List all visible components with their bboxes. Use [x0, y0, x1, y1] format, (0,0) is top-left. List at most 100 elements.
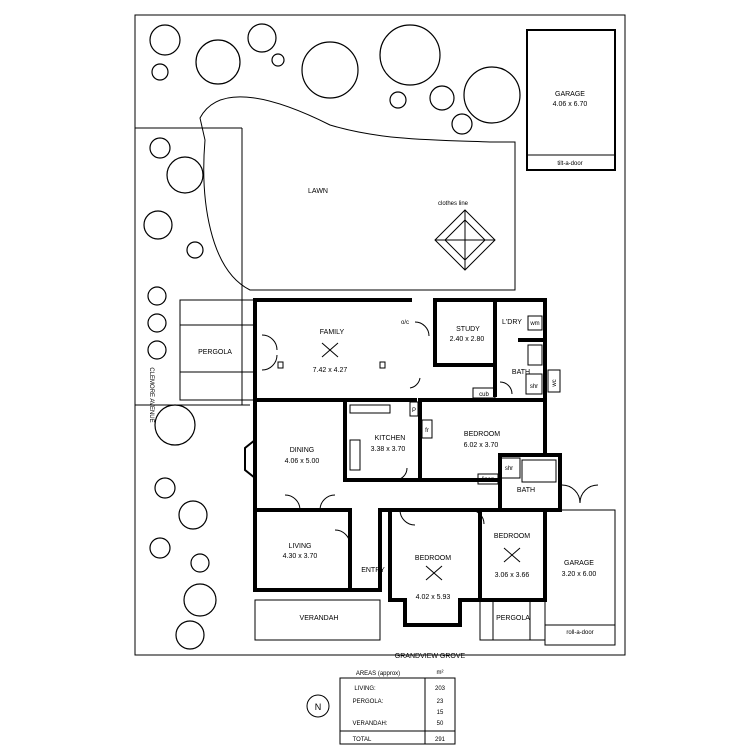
door-arc: [499, 381, 513, 395]
areas-row-label: TOTAL: [353, 737, 372, 743]
pantry-label: P: [412, 408, 416, 414]
tree: [151, 63, 169, 81]
kitchen-counter: [349, 439, 361, 471]
clothes-line-label: clothes line: [438, 201, 469, 207]
tree: [195, 39, 241, 85]
wall: [388, 598, 482, 627]
kitchen-label: KITCHEN: [375, 435, 406, 442]
fan-icon: [321, 342, 339, 358]
tree: [143, 210, 173, 240]
entry-label: ENTRY: [361, 567, 385, 574]
areas-row-value: 203: [435, 686, 446, 692]
bedroom2-dims: 4.02 x 5.93: [416, 594, 451, 601]
column: [277, 361, 284, 369]
dining-label: DINING: [290, 447, 315, 454]
areas-unit: m²: [437, 670, 444, 676]
wall: [478, 398, 562, 512]
door-arc: [334, 529, 351, 546]
pantry: [409, 401, 419, 417]
wc-outside: [547, 369, 561, 393]
wall: [378, 508, 392, 592]
street-front-label: GRANDVIEW GROVE: [395, 653, 466, 660]
bedroom3-label: BEDROOM: [494, 533, 530, 540]
tree: [183, 583, 217, 617]
tree: [154, 477, 176, 499]
property-boundary: [134, 14, 626, 656]
tree: [429, 85, 455, 111]
areas-row-value: 291: [435, 737, 446, 743]
tree: [271, 53, 285, 67]
door-arc: [261, 334, 278, 351]
tree: [149, 137, 171, 159]
cub-label: cub: [479, 392, 489, 398]
areas-table-frame: [339, 677, 456, 745]
tree: [451, 113, 473, 135]
areas-row-value: 23: [437, 699, 444, 705]
fridge-space: [421, 419, 433, 439]
tree: [301, 41, 359, 99]
tree: [190, 553, 210, 573]
door-arc: [409, 377, 421, 389]
trees: [143, 23, 521, 650]
verandah-label: VERANDAH: [300, 615, 339, 622]
bedroom3-dims: 3.06 x 3.66: [495, 572, 530, 579]
areas-title: AREAS (approx): [356, 671, 400, 677]
fireplace: [244, 437, 256, 481]
tree: [463, 66, 521, 124]
study-dims: 2.40 x 2.80: [450, 336, 485, 343]
lawn-label: LAWN: [308, 188, 328, 195]
tree: [154, 404, 196, 446]
fan-icon: [425, 565, 443, 581]
wc-label: wc: [552, 379, 558, 387]
living-label: LIVING: [289, 543, 312, 550]
verandah: [254, 599, 381, 641]
garage-rear-door-label: tilt-a-door: [557, 161, 582, 167]
kitchen-dims: 3.38 x 3.70: [371, 446, 406, 453]
door-arc: [414, 321, 430, 337]
door-arc: [579, 484, 599, 504]
family-label: FAMILY: [320, 329, 345, 336]
areas-row-value: 50: [437, 721, 444, 727]
north-arrow-icon: N: [306, 694, 330, 718]
tree: [149, 537, 171, 559]
bath-label: BATH: [517, 487, 535, 494]
family-dims: 7.42 x 4.27: [313, 367, 348, 374]
door-arc: [469, 509, 485, 525]
pergola-front-label: PERGOLA: [496, 615, 530, 622]
fridge-label: fr: [425, 428, 429, 434]
garage-front: [544, 509, 616, 646]
pergola-side-label: PERGOLA: [198, 349, 232, 356]
door-arc: [561, 484, 581, 504]
door-arc: [319, 494, 336, 511]
areas-row-label: VERANDAH:: [352, 721, 387, 727]
door-arc: [284, 494, 301, 511]
garage-front-door-label: roll-a-door: [566, 630, 593, 636]
garage-front-label: GARAGE: [564, 560, 594, 567]
tree: [166, 156, 204, 194]
wm-label: wm: [529, 321, 539, 327]
garage-rear-dims: 4.06 x 6.70: [553, 101, 588, 108]
tree: [175, 620, 205, 650]
bedroom1-label: BEDROOM: [464, 431, 500, 438]
pergola-front: [479, 599, 546, 641]
garage-rear: [526, 29, 616, 171]
door-arc: [261, 354, 278, 371]
tree: [389, 91, 407, 109]
areas-row-label: PERGOLA:: [353, 699, 384, 705]
tree: [147, 340, 167, 360]
column: [379, 361, 386, 369]
tree: [247, 23, 277, 53]
door-arc: [394, 467, 408, 481]
linen-label: linen: [482, 477, 495, 483]
lawn-outline: [199, 96, 516, 291]
tree: [147, 313, 167, 333]
laundry-label: L'DRY: [502, 319, 522, 326]
areas-row-value: 15: [437, 710, 444, 716]
washing-machine: [527, 315, 543, 331]
tree: [149, 24, 181, 56]
tree: [186, 241, 204, 259]
cupboard: [472, 387, 496, 399]
shower-small: [525, 373, 543, 395]
street-side-label: CLEMORE AVENUE: [148, 367, 154, 422]
